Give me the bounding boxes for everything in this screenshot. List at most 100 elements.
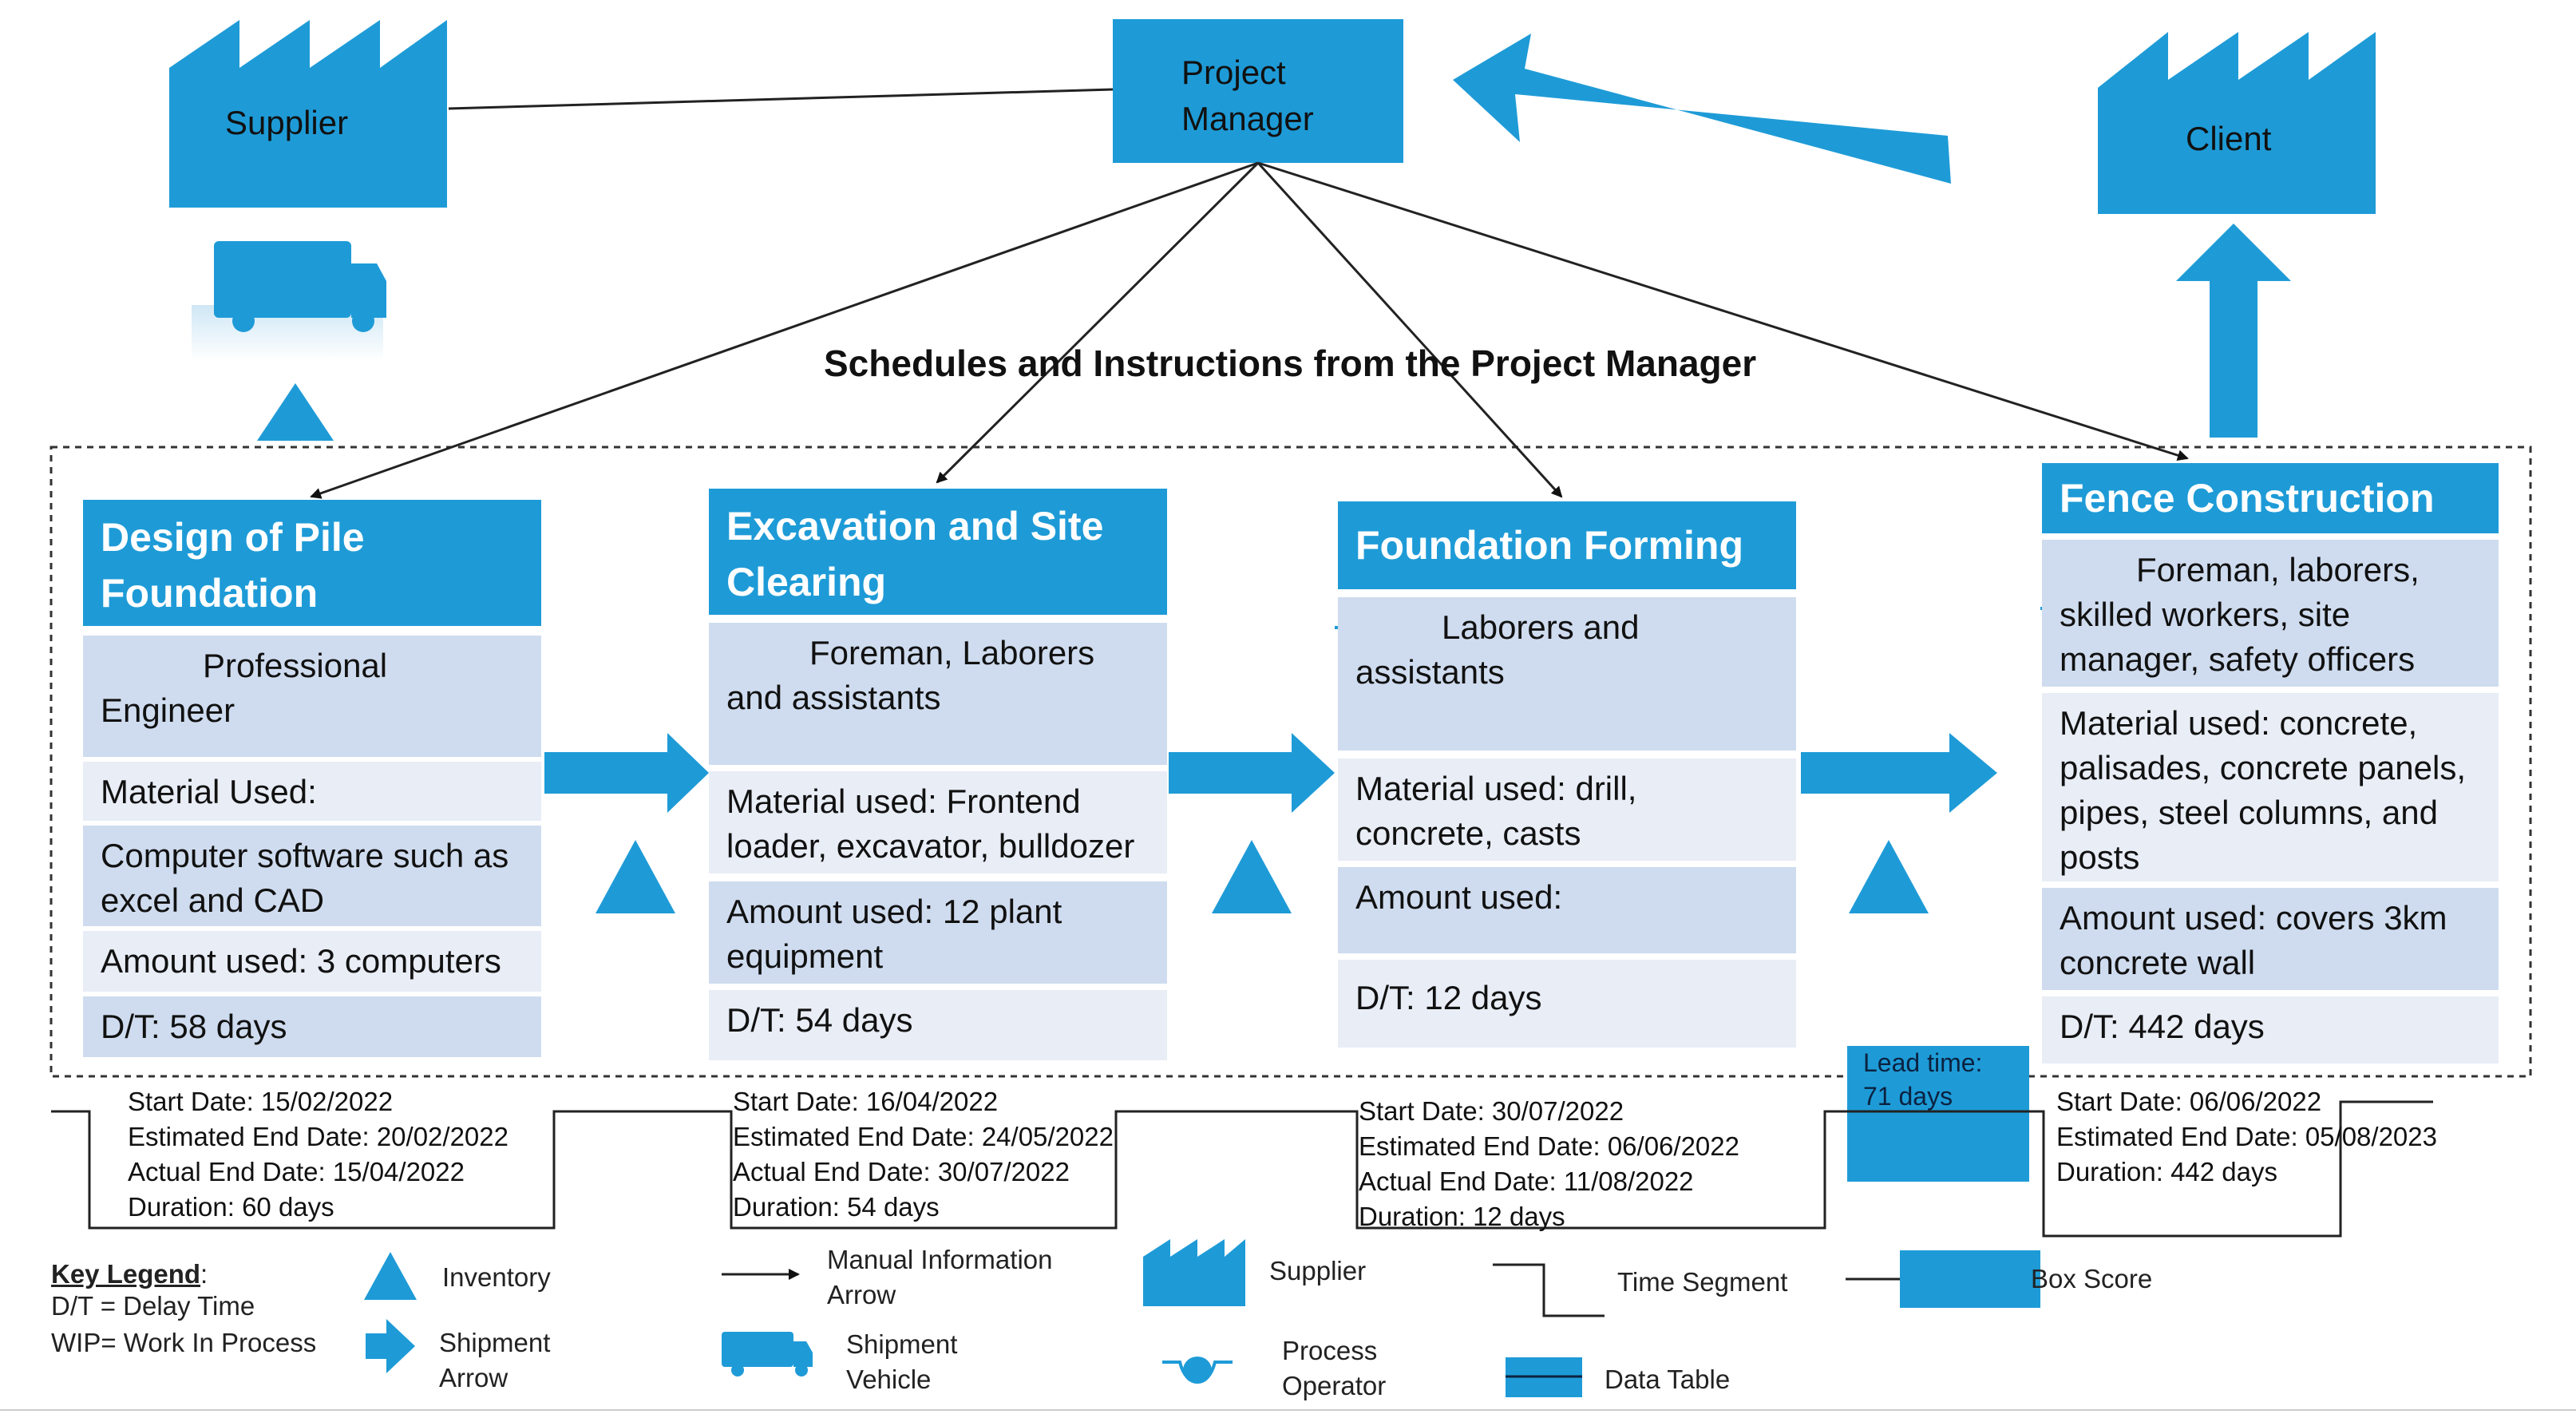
process-3-operator: Laborers and assistants (1338, 597, 1796, 751)
legend-shipment-arrow-icon (366, 1319, 415, 1373)
process-1-amount: Amount used: 3 computers (83, 931, 541, 992)
legend-supplier-icon (1143, 1239, 1245, 1306)
process-1-material: Material Used: (83, 762, 541, 821)
legend-box-score-label: Box Score (2031, 1264, 2153, 1293)
legend-inventory-label: Inventory (442, 1262, 551, 1292)
timeline-4-duration: Duration: 442 days (2056, 1157, 2278, 1186)
pm-arrow-4 (1257, 161, 2189, 461)
process-3-material: Material used: drill, concrete, casts (1338, 759, 1796, 861)
process-title-1: Design of Pile Foundation (83, 500, 541, 626)
timeline-1-start: Start Date: 15/02/2022 (128, 1087, 394, 1116)
timeline-4-start: Start Date: 06/06/2022 (2056, 1087, 2322, 1116)
process-4-material: Material used: concrete, palisades, conc… (2042, 693, 2499, 881)
pm-arrow-3 (1256, 161, 1563, 498)
push-arrow-icon-3 (1801, 733, 1997, 813)
shipment-up-arrow-icon (2176, 224, 2291, 438)
legend-title-colon: : (200, 1259, 208, 1289)
process-3-amount: Amount used: (1338, 867, 1796, 953)
legend-manual-info-line1: Manual Information (827, 1245, 1053, 1274)
time-segment-line (51, 1110, 1847, 1230)
inventory-triangle-icon-2 (1212, 840, 1292, 913)
legend-supplier-label: Supplier (1269, 1256, 1367, 1285)
supplier-factory-icon (169, 20, 447, 208)
legend-process-operator-icon (1162, 1357, 1233, 1384)
process-2-operator: Foreman, Laborers and assistants (709, 623, 1167, 765)
process-4-amount: Amount used: covers 3km concrete wall (2042, 888, 2499, 990)
timeline-3-start: Start Date: 30/07/2022 (1359, 1096, 1624, 1126)
process-2-dt: D/T: 54 days (709, 990, 1167, 1060)
timeline-block-4: Start Date: 06/06/2022 Estimated End Dat… (2056, 1084, 2437, 1190)
timeline-1-duration: Duration: 60 days (128, 1192, 334, 1222)
legend-inventory-icon (364, 1252, 417, 1300)
timeline-3-duration: Duration: 12 days (1359, 1202, 1565, 1231)
timeline-3-est: Estimated End Date: 06/06/2022 (1359, 1131, 1739, 1161)
legend-shipment-vehicle-icon (722, 1332, 813, 1376)
timeline-block-1: Start Date: 15/02/2022 Estimated End Dat… (128, 1084, 508, 1225)
legend-shipment-vehicle-label: Shipment Vehicle (846, 1327, 957, 1397)
pm-arrow-1 (310, 161, 1259, 499)
process-4-dt: D/T: 442 days (2042, 996, 2499, 1064)
legend-time-segment-icon (1493, 1263, 1605, 1317)
inventory-triangle-icon (257, 383, 334, 441)
legend-shipment-vehicle-line2: Vehicle (846, 1365, 932, 1394)
process-1-dt: D/T: 58 days (83, 996, 541, 1057)
time-segment-line-2 (1969, 1100, 2433, 1238)
timeline-4-est: Estimated End Date: 05/08/2023 (2056, 1122, 2437, 1151)
client-to-pm-arrow-icon (1453, 34, 1951, 184)
legend-dt: D/T = Delay Time (51, 1291, 255, 1321)
legend-manual-info-label: Manual Information Arrow (827, 1242, 1052, 1313)
process-4-operator: Foreman, laborers, skilled workers, site… (2042, 540, 2499, 687)
process-title-4: Fence Construction (2042, 463, 2499, 533)
pm-arrow-2 (936, 161, 1260, 484)
process-2-material: Material used: Frontend loader, excavato… (709, 771, 1167, 873)
process-1-operator: Professional Engineer (83, 636, 541, 757)
legend-data-table-label: Data Table (1605, 1365, 1731, 1394)
project-manager-label: Project Manager (1181, 50, 1314, 142)
legend-shipment-arrow-line1: Shipment (439, 1328, 551, 1357)
inventory-triangle-icon-3 (1849, 840, 1929, 913)
push-arrow-icon-2 (1169, 733, 1335, 813)
inventory-triangle-icon-1 (596, 840, 675, 913)
timeline-1-actual: Actual End Date: 15/04/2022 (128, 1157, 465, 1186)
process-3-dt: D/T: 12 days (1338, 960, 1796, 1048)
lead-time-line2: 71 days (1863, 1082, 1953, 1111)
pm-label-line2: Manager (1181, 100, 1314, 137)
client-label: Client (2186, 120, 2272, 157)
timeline-2-actual: Actual End Date: 30/07/2022 (733, 1157, 1070, 1186)
truck-icon (192, 241, 386, 361)
legend-shipment-arrow-label: Shipment Arrow (439, 1325, 550, 1396)
project-manager-box (1113, 19, 1403, 163)
timeline-block-2: Start Date: 16/04/2022 Estimated End Dat… (733, 1084, 1114, 1225)
process-title-2: Excavation and Site Clearing (709, 489, 1167, 615)
timeline-2-start: Start Date: 16/04/2022 (733, 1087, 999, 1116)
supplier-pm-line (448, 88, 1114, 110)
legend-process-operator-label: Process Operator (1282, 1333, 1386, 1404)
process-2-amount: Amount used: 12 plant equipment (709, 881, 1167, 984)
legend-process-operator-line2: Operator (1282, 1371, 1387, 1400)
timeline-1-est: Estimated End Date: 20/02/2022 (128, 1122, 508, 1151)
process-boundary (49, 446, 2532, 1078)
legend-shipment-vehicle-line1: Shipment (846, 1329, 958, 1359)
push-arrow-icon-1 (544, 733, 709, 813)
legend-box-score-icon (1900, 1250, 2040, 1308)
client-factory-icon (2098, 32, 2376, 214)
timeline-2-duration: Duration: 54 days (733, 1192, 940, 1222)
timeline-3-actual: Actual End Date: 11/08/2022 (1359, 1167, 1694, 1196)
timeline-2-est: Estimated End Date: 24/05/2022 (733, 1122, 1114, 1151)
legend-title: Key Legend: (51, 1257, 208, 1292)
legend-wip: WIP= Work In Process (51, 1328, 317, 1357)
legend-time-segment-label: Time Segment (1617, 1267, 1788, 1297)
supplier-label: Supplier (225, 104, 349, 141)
schedule-caption: Schedules and Instructions from the Proj… (824, 343, 1757, 384)
lead-time-label: Lead time: 71 days (1847, 1046, 2029, 1111)
pm-label-line1: Project (1181, 53, 1286, 91)
legend-shipment-arrow-line2: Arrow (439, 1363, 508, 1392)
process-title-3: Foundation Forming (1338, 501, 1796, 589)
timeline-block-3: Start Date: 30/07/2022 Estimated End Dat… (1359, 1094, 1739, 1234)
process-1-material-detail: Computer software such as excel and CAD (83, 826, 541, 926)
legend-process-operator-line1: Process (1282, 1336, 1378, 1365)
legend-title-text: Key Legend (51, 1259, 201, 1289)
lead-time-line1: Lead time: (1863, 1048, 1983, 1077)
legend-manual-info-line2: Arrow (827, 1280, 896, 1309)
